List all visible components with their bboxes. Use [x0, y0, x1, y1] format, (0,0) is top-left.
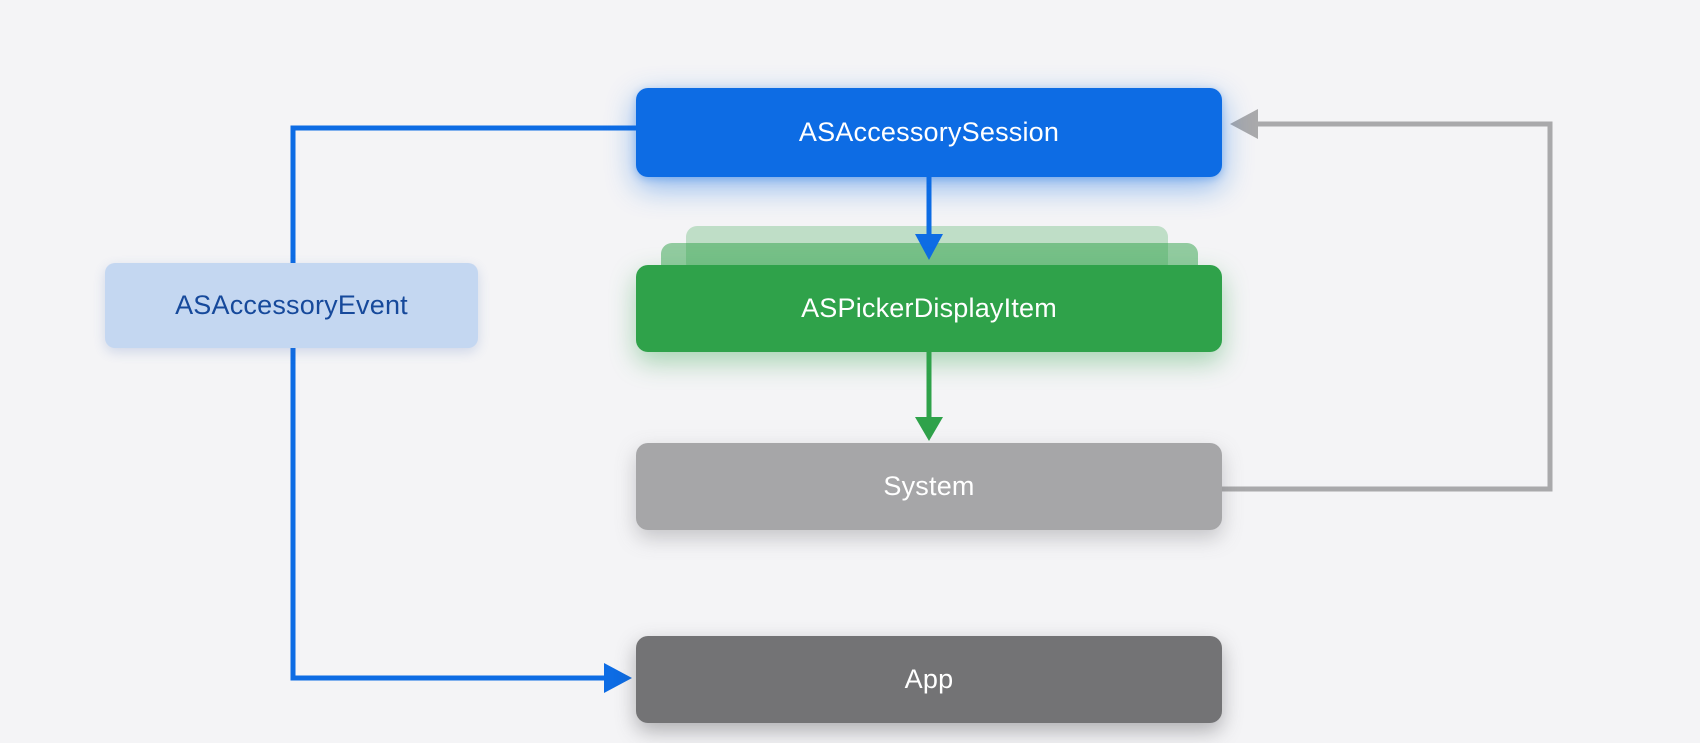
- node-asaccessoryevent-label: ASAccessoryEvent: [175, 290, 408, 320]
- arrow-down-green-icon: [915, 417, 943, 441]
- system-to-session-connector: [1222, 121, 1553, 492]
- node-aspickerdisplayitem: ASPickerDisplayItem: [636, 265, 1222, 352]
- node-asaccessorysession: ASAccessorySession: [636, 88, 1222, 177]
- node-app-label: App: [904, 664, 954, 694]
- arrow-right-icon: [604, 663, 632, 693]
- node-system: System: [636, 443, 1222, 530]
- arrow-down-blue-icon: [915, 234, 943, 260]
- session-to-app-connector: [290, 125, 637, 681]
- node-aspickerdisplayitem-label: ASPickerDisplayItem: [801, 293, 1057, 323]
- node-app: App: [636, 636, 1222, 723]
- node-asaccessoryevent: ASAccessoryEvent: [105, 263, 478, 348]
- node-system-label: System: [883, 471, 975, 501]
- node-asaccessorysession-label: ASAccessorySession: [798, 117, 1060, 147]
- arrow-left-icon: [1230, 109, 1258, 139]
